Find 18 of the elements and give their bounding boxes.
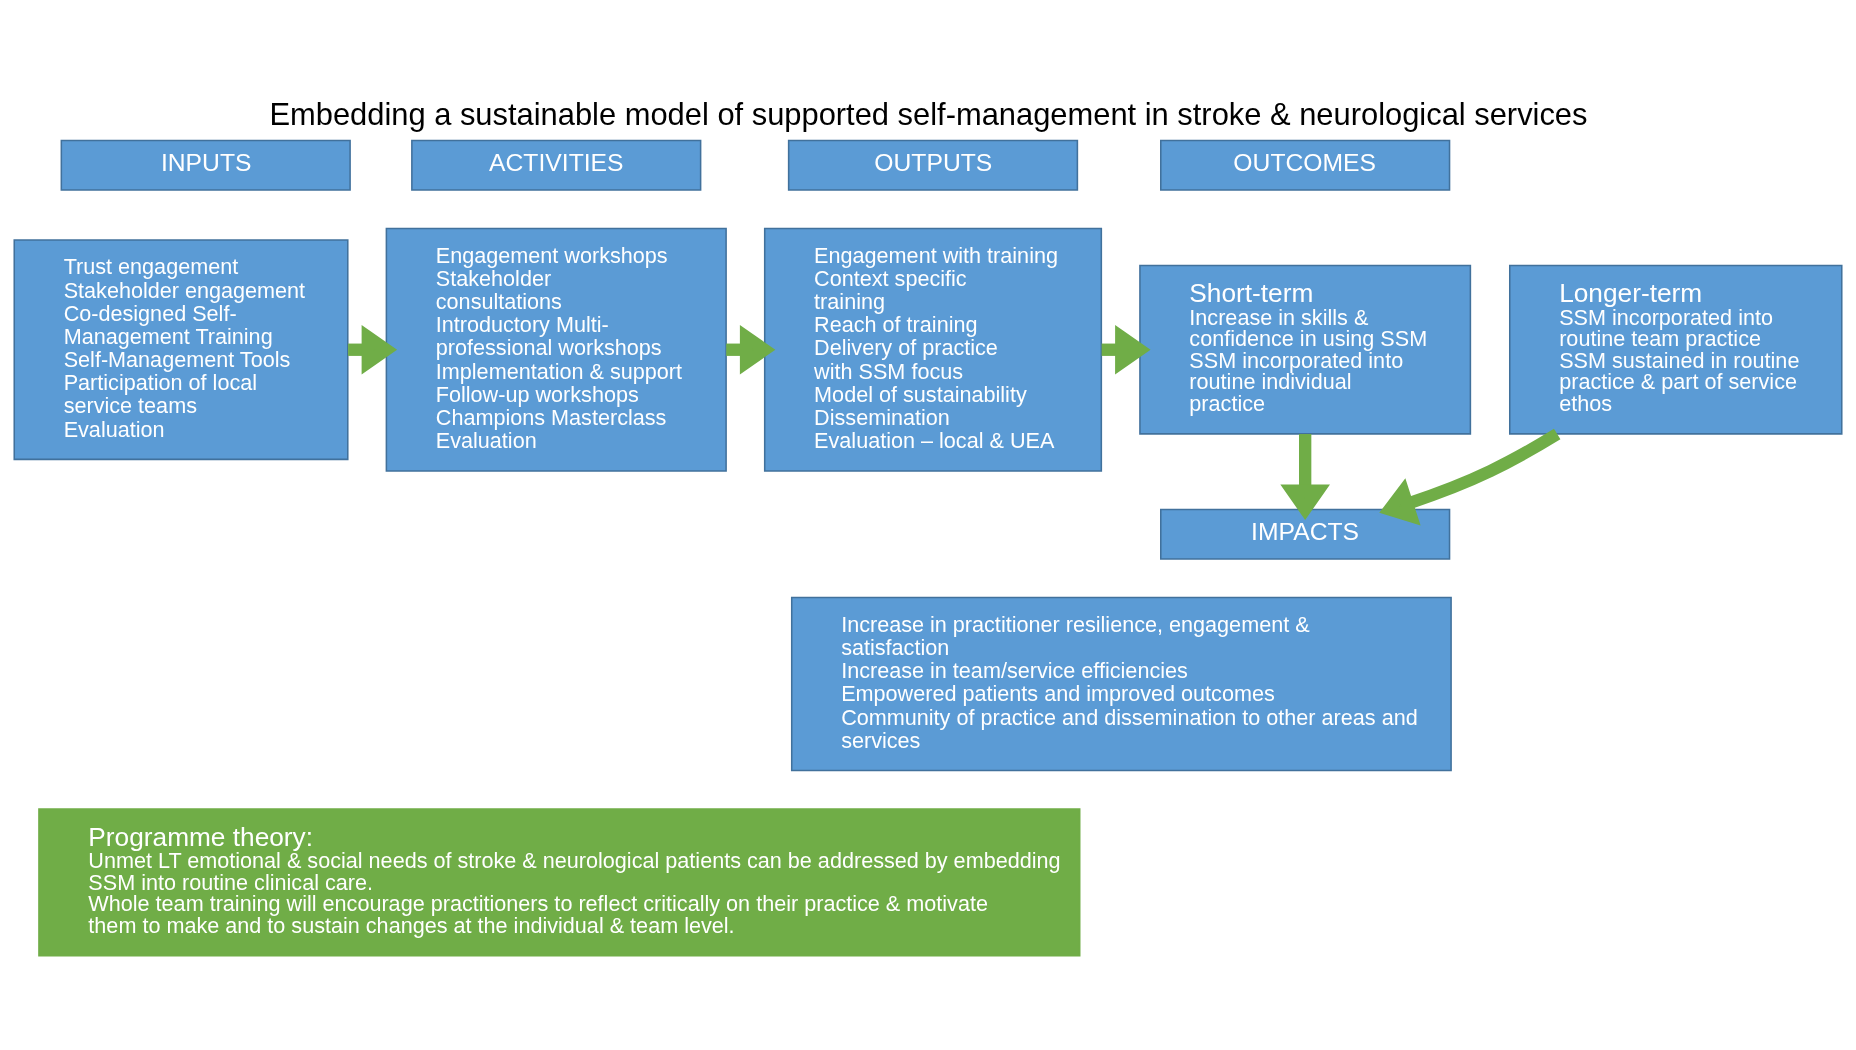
- node-box: INPUTS: [60, 139, 351, 191]
- node-box: Programme theory: Unmet LT emotional & social needs of stroke & neurological patients can be addressed by embedding SSM into routine clinical care. Whole team training will encourage practitioners to reflect critically on their practice & motivate them to make and to sustain changes at the individual & team level.: [38, 808, 1081, 957]
- arrow: [348, 324, 398, 375]
- diagram-title: Embedding a sustainable model of supported self-management in stroke & neurological services: [269, 97, 1588, 133]
- node-box: Increase in practitioner resilience, engagement & satisfaction Increase in team/service efficiencies Empowered patients and improved outcomes Community of practice and dissemination to other areas and services: [790, 596, 1452, 772]
- node-box: OUTPUTS: [787, 139, 1079, 191]
- arrow: [1101, 324, 1151, 375]
- node-box: ACTIVITIES: [411, 139, 702, 191]
- node-box: Engagement workshops Stakeholder consultations Introductory Multi-professional workshops Implementation & support Follow-up workshops Champions Masterclass Evaluation: [385, 227, 727, 472]
- node-box: Trust engagement Stakeholder engagement Co-designed Self-Management Training Self-Management Tools Participation of local service teams Evaluation: [13, 239, 349, 461]
- arrow: [726, 324, 776, 375]
- arrow: [1379, 428, 1561, 526]
- node-box: Longer-term SSM incorporated into routine team practice SSM sustained in routine practice & part of service ethos: [1509, 264, 1843, 435]
- node-box: Engagement with training Context specific training Reach of training Delivery of practice with SSM focus Model of sustainability Dissemination Evaluation – local & UEA: [763, 227, 1103, 472]
- node-box: Short-term Increase in skills & confidence in using SSM SSM incorporated into routine individual practice: [1139, 264, 1472, 435]
- node-box: IMPACTS: [1160, 508, 1451, 560]
- node-box: OUTCOMES: [1160, 139, 1451, 191]
- arrow: [1280, 434, 1330, 520]
